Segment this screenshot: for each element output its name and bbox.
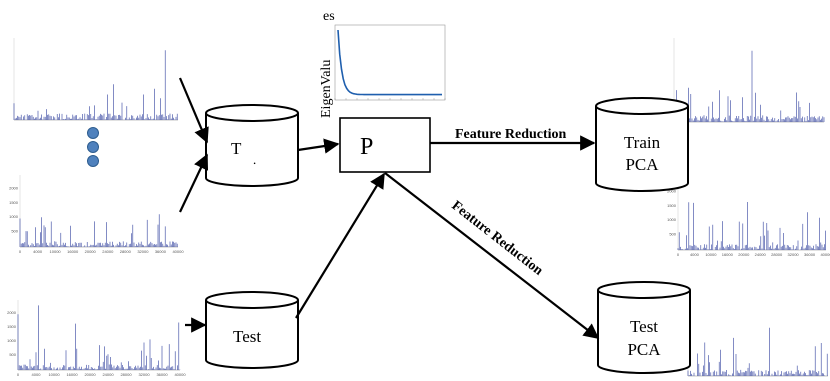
eigen-ylabel: EigenValu [319, 60, 334, 118]
train-database: T rain [205, 104, 299, 187]
spectrum-xtick: 10000 [50, 249, 62, 254]
train-pca-label-2: PCA [625, 155, 659, 174]
test-pca-body [597, 290, 691, 374]
eigenvalue-plot: es EigenValu [319, 9, 446, 118]
pca-box-label: P [360, 134, 373, 160]
feature-reduction-label-top: Feature Reduction [455, 127, 567, 142]
spectrum-ytick: 1000 [9, 214, 19, 219]
spectrum-xtick: 10000 [705, 252, 717, 257]
spectrum-xtick: 20000 [738, 252, 750, 257]
spectrum-xtick: 4000 [33, 249, 43, 254]
spectrum-ytick: 2000 [9, 185, 19, 190]
test-spectrum: 0 4000 10000 16000 20000 24000 28000 32000 36000… [7, 300, 186, 377]
spectrum-xtick: 28000 [120, 372, 132, 377]
train-pca-label-1: Train [624, 133, 661, 152]
spectrum-signal [19, 214, 178, 247]
spectrum-xtick: 32000 [138, 372, 150, 377]
arrow-db-to-pca [297, 138, 340, 154]
feature-reduction-label-diag: Feature Reduction [449, 198, 546, 278]
spectrum-xtick: 0 [19, 249, 22, 254]
arrows [178, 77, 600, 339]
train-pca-top [595, 97, 689, 115]
spectrum-xtick: 28000 [120, 249, 132, 254]
spectrum-signal [687, 327, 828, 376]
eigen-ticks [334, 98, 446, 100]
spectrum-xtick: 20000 [84, 372, 96, 377]
train-db-label-cut: rain [241, 160, 265, 176]
test-database: Test [205, 291, 299, 369]
spectrum-xtick: 32000 [137, 249, 149, 254]
spectrum-ytick: 2000 [7, 310, 17, 315]
spectrum-xtick: 36000 [804, 252, 816, 257]
spectrum-xtick: 0 [677, 252, 680, 257]
spectrum-xtick: 24000 [102, 372, 114, 377]
spectrum-xtick: 16000 [722, 252, 734, 257]
train-pca-body [595, 106, 689, 192]
dot-2 [87, 141, 99, 153]
test-pca-spectrum [687, 298, 828, 377]
test-db-body [205, 300, 299, 369]
spectrum-ytick: 1000 [667, 217, 677, 222]
spectrum-ytick: 500 [9, 352, 16, 357]
spectrum-signal [13, 50, 178, 120]
spectrum-xtick: 32000 [788, 252, 800, 257]
test-pca-database: Test PCA [597, 281, 691, 374]
pca-box-rect [339, 117, 431, 173]
test-pca-label-1: Test [630, 317, 658, 336]
spectrum-xtick: 28000 [771, 252, 783, 257]
spectrum-xtick: 36000 [156, 372, 168, 377]
arrow-pca-to-testpca [384, 172, 600, 339]
test-db-top [205, 291, 299, 309]
spectrum-xtick: 0 [17, 372, 20, 377]
pca-box: P [339, 117, 431, 173]
spectrum-xtick: 20000 [85, 249, 97, 254]
eigen-curve [337, 29, 442, 96]
arrow-trainn-to-db [179, 153, 209, 213]
train-pca-spectrum-1 [673, 38, 825, 123]
spectrum-xtick: 4000 [32, 372, 42, 377]
eigen-ylabel-top: es [323, 9, 335, 24]
spectrum-ytick: 2000 [667, 188, 677, 193]
train-db-label: T [231, 139, 242, 158]
spectrum-xtick: 24000 [102, 249, 114, 254]
spectrum-xtick: 4000 [690, 252, 700, 257]
spectrum-xtick: 24000 [755, 252, 767, 257]
spectrum-xtick: 10000 [48, 372, 60, 377]
arrow-test-to-pca [295, 172, 385, 319]
train-pca-database: Train PCA [595, 97, 689, 192]
spectrum-xtick: 16000 [66, 372, 78, 377]
spectrum-signal [17, 305, 181, 370]
eigen-plot-frame [334, 24, 446, 101]
spectrum-signal [677, 202, 826, 250]
ellipsis-dots [87, 127, 99, 167]
train-db-body [205, 113, 299, 187]
test-pca-label-2: PCA [627, 340, 661, 359]
train-db-top [205, 104, 299, 122]
spectrum-ytick: 1500 [9, 200, 19, 205]
train-spectrum-1 [13, 38, 178, 121]
spectrum-ytick: 1500 [667, 203, 677, 208]
spectrum-ytick: 500 [669, 232, 676, 237]
spectrum-signal [673, 50, 825, 122]
spectrum-xtick: 40000 [820, 252, 830, 257]
test-pca-top [597, 281, 691, 299]
spectrum-xtick: 36000 [155, 249, 167, 254]
spectrum-ytick: 500 [11, 229, 18, 234]
dot-3 [87, 155, 99, 167]
spectrum-ytick: 1000 [7, 338, 17, 343]
train-spectrum-n: 0 4000 10000 16000 20000 24000 28000 32000 36000… [9, 175, 184, 254]
train-pca-spectrum-2: 0 4000 10000 16000 20000 24000 28000 32000 36000… [667, 178, 830, 257]
arrow-train1-to-db [178, 77, 209, 144]
spectrum-xtick: 40000 [172, 249, 184, 254]
spectrum-xtick: 16000 [67, 249, 79, 254]
test-db-label: Test [233, 327, 261, 346]
spectrum-xtick: 40000 [174, 372, 186, 377]
dot-1 [87, 127, 99, 139]
spectrum-ytick: 1500 [7, 324, 17, 329]
